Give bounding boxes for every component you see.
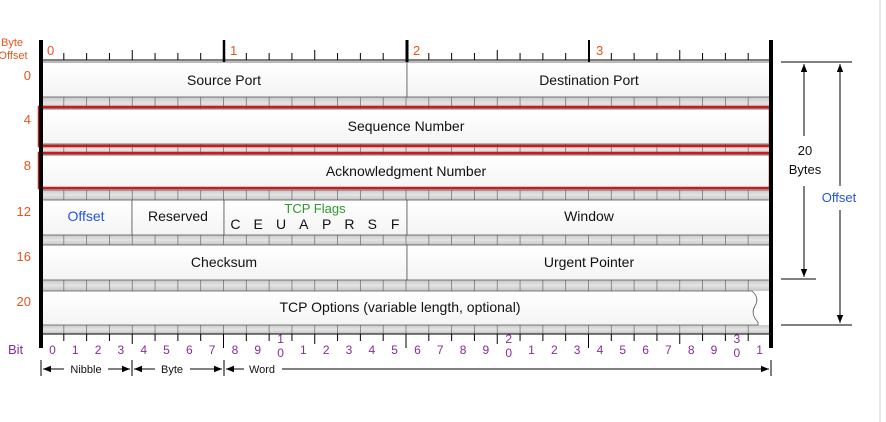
byte-marker-3: 3 <box>596 43 603 58</box>
bit-number: 5 <box>391 343 398 357</box>
tcp-flags-cell <box>223 199 408 236</box>
bit-number: 4 <box>140 343 147 357</box>
bit-number: 4 <box>597 343 604 357</box>
sequence-number-label: Sequence Number <box>348 118 465 134</box>
bit-number-sub: 0 <box>733 346 740 360</box>
tcp-flag-letter: A <box>299 216 309 232</box>
bit-number: 7 <box>665 343 672 357</box>
offset-field-label: Offset <box>67 208 104 224</box>
nibble-label: Nibble <box>70 364 101 376</box>
tcp-flag-letter: F <box>391 216 400 232</box>
tcp-flag-letter: S <box>368 216 377 232</box>
tcp-flag-letter: U <box>276 216 286 232</box>
bit-label: Bit <box>8 342 24 357</box>
bit-number: 4 <box>368 343 375 357</box>
byte-offset-label-line1: Byte <box>1 37 23 49</box>
bit-number: 8 <box>688 343 695 357</box>
urgent-pointer-cell <box>406 244 772 281</box>
sequence-number-cell <box>40 108 772 145</box>
header-size-indicator: 20 Bytes Offset <box>781 61 857 326</box>
window-cell <box>406 199 772 236</box>
row-offset-0: 0 <box>24 68 31 83</box>
reserved-label: Reserved <box>148 208 208 224</box>
acknowledgment-number-label: Acknowledgment Number <box>326 163 487 179</box>
bit-number: 8 <box>232 343 239 357</box>
acknowledgment-number-cell <box>40 154 772 191</box>
window-label: Window <box>564 208 615 224</box>
bit-number: 7 <box>209 343 216 357</box>
bit-number-sub: 0 <box>277 346 284 360</box>
row-offset-16: 16 <box>17 249 31 264</box>
destination-port-cell <box>406 61 772 98</box>
bit-number: 2 <box>323 343 330 357</box>
bit-number: 6 <box>414 343 421 357</box>
bit-number: 3 <box>118 343 125 357</box>
bit-number: 2 <box>505 332 512 346</box>
checksum-label: Checksum <box>191 254 257 270</box>
tcp-flags-title: TCP Flags <box>284 201 346 216</box>
bottom-ruler-ticks <box>40 334 772 348</box>
bit-number: 6 <box>642 343 649 357</box>
byte-marker-2: 2 <box>413 43 420 58</box>
urgent-pointer-label: Urgent Pointer <box>544 254 635 270</box>
byte-marker-0: 0 <box>47 43 54 58</box>
source-port-cell <box>40 61 408 98</box>
tcp-options-label: TCP Options (variable length, optional) <box>280 299 521 315</box>
bit-number: 1 <box>277 332 284 346</box>
row-offset-12: 12 <box>17 204 31 219</box>
bit-number: 8 <box>460 343 467 357</box>
row-offset-labels: 0 4 8 12 16 20 <box>17 68 31 309</box>
bit-number: 5 <box>163 343 170 357</box>
tcp-flag-letter: R <box>344 216 354 232</box>
row-offset-4: 4 <box>24 112 31 127</box>
word-label: Word <box>249 364 275 376</box>
bit-number: 2 <box>551 343 558 357</box>
bytes-unit: Bytes <box>789 162 822 177</box>
bit-number: 9 <box>483 343 490 357</box>
bit-number: 9 <box>254 343 261 357</box>
bit-number: 3 <box>346 343 353 357</box>
byte-range-label: Byte <box>161 364 183 376</box>
bit-number: 1 <box>528 343 535 357</box>
bit-number: 3 <box>574 343 581 357</box>
bit-number: 3 <box>733 332 740 346</box>
bit-number: 1 <box>756 343 763 357</box>
row-offset-20: 20 <box>17 294 31 309</box>
bit-number: 7 <box>437 343 444 357</box>
side-offset-label: Offset <box>822 190 857 205</box>
destination-port-label: Destination Port <box>539 72 639 88</box>
byte-marker-1: 1 <box>230 43 237 58</box>
bit-number: 5 <box>619 343 626 357</box>
tcp-options-cell <box>40 290 759 326</box>
source-port-label: Source Port <box>187 72 261 88</box>
tcp-flag-letter: C <box>230 216 240 232</box>
bytes-count: 20 <box>798 143 812 158</box>
bit-number: 0 <box>49 343 56 357</box>
row-offset-8: 8 <box>24 158 31 173</box>
bit-number: 6 <box>186 343 193 357</box>
tcp-flag-letter: E <box>254 216 263 232</box>
byte-offset-label-line2: Offset <box>0 50 28 62</box>
bit-number: 2 <box>95 343 102 357</box>
tcp-flag-letter: P <box>322 216 331 232</box>
bit-number: 1 <box>300 343 307 357</box>
bit-number-sub: 0 <box>505 346 512 360</box>
range-indicators: Nibble Byte Word <box>40 360 772 376</box>
bit-number: 9 <box>711 343 718 357</box>
bit-number: 1 <box>72 343 79 357</box>
